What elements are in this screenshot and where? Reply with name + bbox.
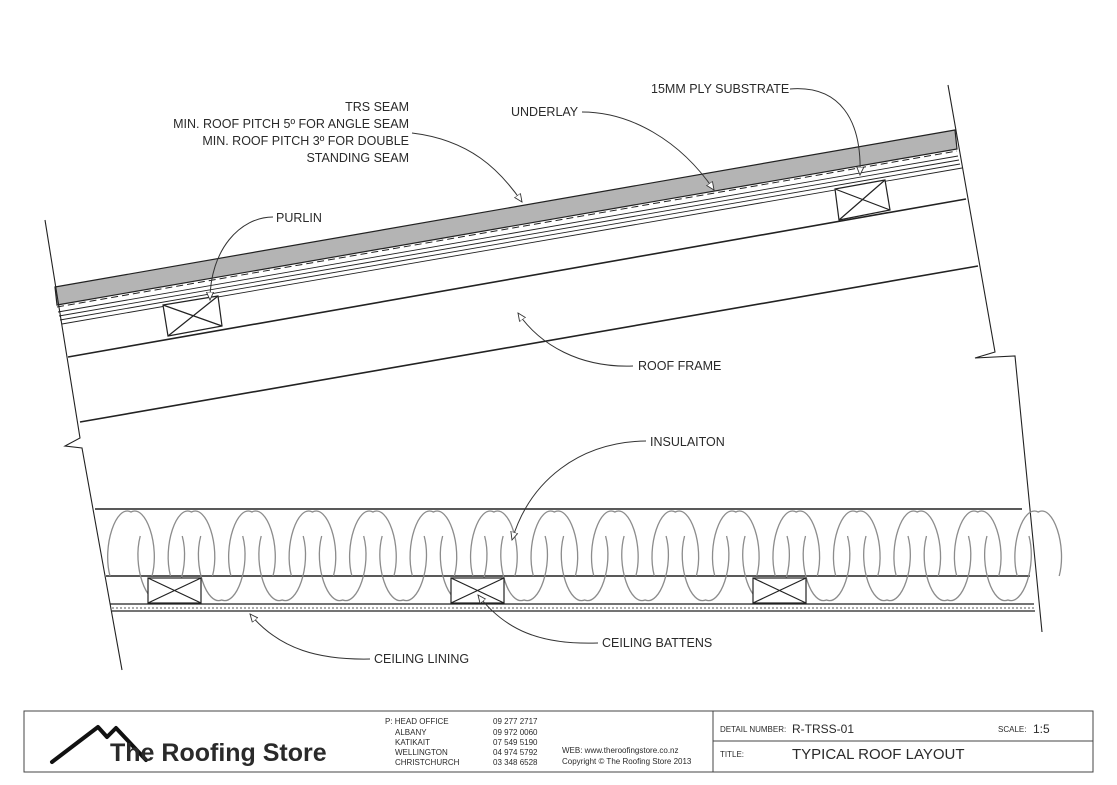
company-name: The Roofing Store [110, 739, 327, 767]
insulation-leader [512, 440, 647, 540]
trs-seam-line-4: STANDING SEAM [306, 151, 409, 165]
ceiling-battens-leader [478, 595, 599, 644]
purlin-left [162, 295, 223, 337]
insulation-loop [923, 535, 972, 602]
insulation-loop [469, 510, 518, 577]
ply-substrate-layer [57, 155, 963, 325]
insulation-label: INSULAITON [650, 435, 725, 449]
insulation-loop [530, 510, 579, 577]
insulation-loop [318, 535, 367, 602]
title-label: TITLE: [720, 750, 744, 759]
underlay-label: UNDERLAY [511, 105, 579, 119]
trs-seam-line-2: MIN. ROOF PITCH 5º FOR ANGLE SEAM [173, 117, 409, 131]
roof-frame-label: ROOF FRAME [638, 359, 721, 373]
insulation-loop [832, 510, 881, 577]
drawing-title: TYPICAL ROOF LAYOUT [792, 746, 965, 763]
ceiling-batten-2 [450, 577, 505, 604]
insulation-loop [258, 535, 307, 602]
copyright: Copyright © The Roofing Store 2013 [562, 757, 692, 766]
trs-seam-line-1: TRS SEAM [345, 100, 409, 114]
roof-logo-icon [50, 725, 148, 764]
office-katikait: KATIKAIT [395, 738, 430, 747]
ceiling-assembly [95, 508, 1063, 612]
insulation-loop [621, 535, 670, 602]
insulation-batts [107, 510, 1063, 602]
roof-assembly [54, 129, 979, 423]
break-lines [44, 84, 1043, 671]
phone-5: 03 348 6528 [493, 758, 538, 767]
insulation-loop [197, 535, 246, 602]
insulation-loop [107, 510, 155, 577]
ceiling-battens-label: CEILING BATTENS [602, 636, 712, 650]
detail-number-label: DETAIL NUMBER: [720, 725, 786, 734]
insulation-loop [590, 510, 639, 577]
purlin-label: PURLIN [276, 211, 322, 225]
company-logo: The Roofing Store [50, 725, 327, 767]
phone-1: 09 277 2717 [493, 717, 538, 726]
underlay-leader [581, 111, 714, 190]
leaders [210, 88, 860, 660]
ply-substrate-leader [789, 88, 860, 175]
office-christchurch: CHRISTCHURCH [395, 758, 460, 767]
insulation-loop [500, 535, 549, 602]
insulation-loop [681, 535, 730, 602]
insulation-loop [560, 535, 609, 602]
insulation-loop [167, 510, 216, 577]
insulation-loop [802, 535, 851, 602]
ceiling-batten-1 [147, 577, 202, 604]
insulation-loop [983, 535, 1032, 602]
ceiling-lining-leader [250, 614, 371, 660]
insulation-loop [863, 535, 911, 602]
trs-seam-line-3: MIN. ROOF PITCH 3º FOR DOUBLE [202, 134, 409, 148]
scale-value: 1:5 [1033, 722, 1050, 736]
offices-label: P: HEAD OFFICE [385, 717, 449, 726]
ply-substrate-label: 15MM PLY SUBSTRATE [651, 82, 789, 96]
roof-frame-bottom [79, 265, 979, 423]
insulation-loop [227, 510, 276, 577]
ceiling-batten-3 [752, 577, 807, 604]
insulation-loop [772, 510, 821, 577]
insulation-loop [651, 510, 700, 577]
annotation-labels: TRS SEAM MIN. ROOF PITCH 5º FOR ANGLE SE… [173, 82, 789, 666]
insulation-loop [348, 510, 397, 577]
insulation-loop [409, 510, 458, 577]
office-wellington: WELLINGTON [395, 748, 448, 757]
insulation-loop [1014, 510, 1063, 577]
insulation-loop [711, 510, 760, 577]
scale-label: SCALE: [998, 725, 1026, 734]
web-address: WEB: www.theroofingstore.co.nz [562, 746, 679, 755]
underlay-layer [56, 150, 958, 308]
insulation-loop [953, 510, 1002, 577]
insulation-loop [288, 510, 337, 577]
roof-frame-leader [518, 313, 634, 367]
title-block: The Roofing Store P: HEAD OFFICE ALBANY … [23, 710, 1094, 773]
insulation-loop [893, 510, 942, 577]
purlin-leader [210, 216, 274, 300]
ceiling-lining-label: CEILING LINING [374, 652, 469, 666]
phone-3: 07 549 5190 [493, 738, 538, 747]
phone-2: 09 972 0060 [493, 728, 538, 737]
roof-frame-top [67, 198, 967, 358]
purlin-right [834, 179, 891, 221]
insulation-loop [379, 535, 428, 602]
detail-number: R-TRSS-01 [792, 722, 854, 736]
roof-sheet [54, 129, 958, 306]
phone-4: 04 974 5792 [493, 748, 538, 757]
trs-seam-leader [411, 132, 522, 202]
office-albany: ALBANY [395, 728, 427, 737]
